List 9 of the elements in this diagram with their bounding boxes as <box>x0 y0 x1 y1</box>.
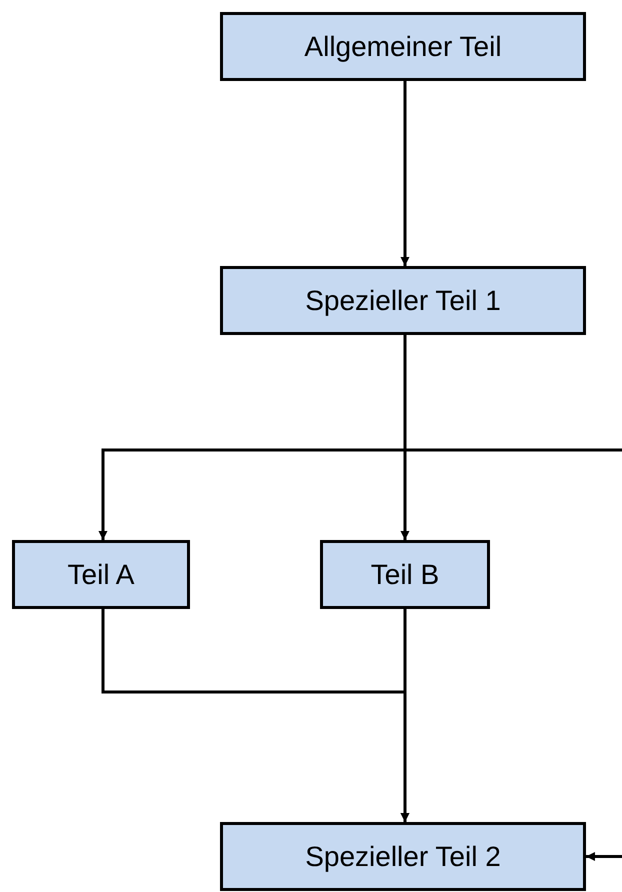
arrow <box>400 81 410 266</box>
process-box: Allgemeiner Teil <box>220 12 586 81</box>
arrow <box>400 335 410 540</box>
process-box: Spezieller Teil 1 <box>220 266 586 335</box>
process-box: Spezieller Teil 2 <box>220 822 586 891</box>
arrow <box>586 852 622 861</box>
process-box: Teil A <box>12 540 190 609</box>
arrow <box>98 448 622 540</box>
process-box: Teil B <box>320 540 490 609</box>
